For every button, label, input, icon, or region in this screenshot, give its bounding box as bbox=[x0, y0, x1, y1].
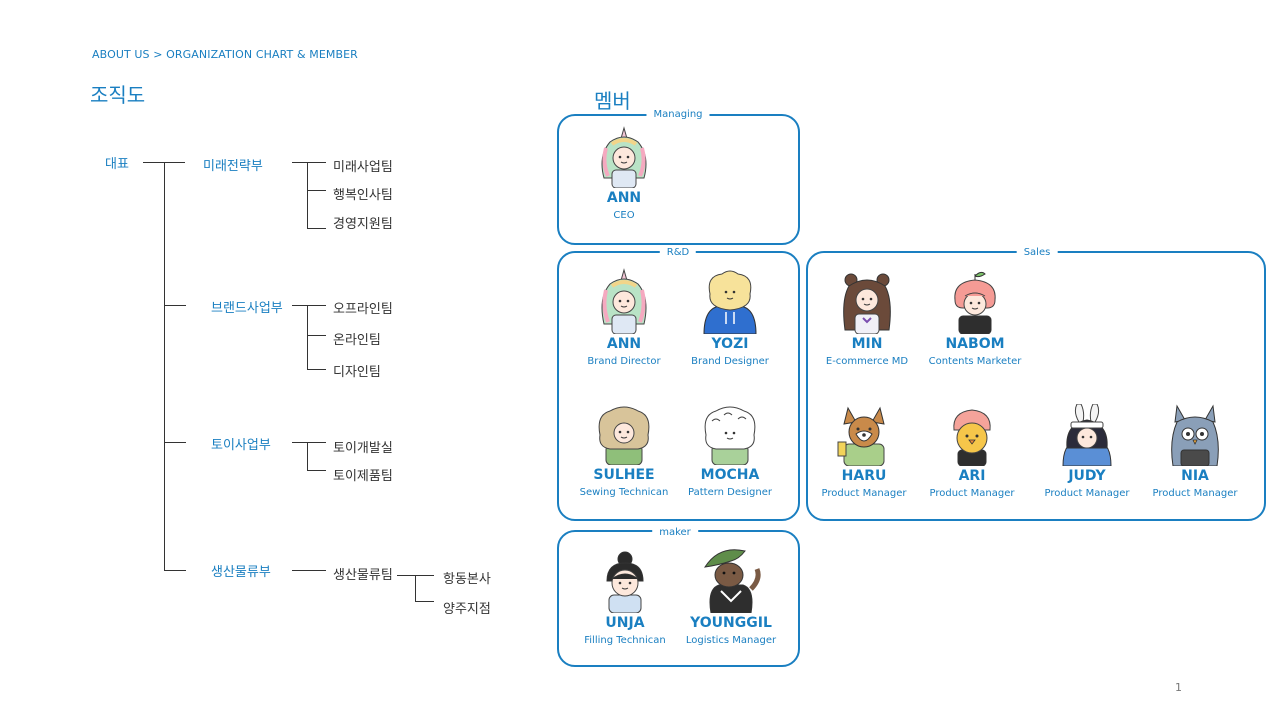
main-trunk-line bbox=[164, 162, 165, 571]
curly-hair-avatar-icon bbox=[598, 406, 650, 465]
member-role: E-commerce MD bbox=[825, 356, 909, 367]
group-label: Managing bbox=[646, 109, 710, 121]
chick-peach-avatar-icon bbox=[953, 409, 991, 466]
org-chart-title: 조직도 bbox=[90, 83, 146, 107]
member-card: ANN Brand Director bbox=[569, 268, 679, 369]
member-role: Pattern Designer bbox=[688, 487, 772, 498]
bear-ears-girl-avatar-icon bbox=[843, 273, 891, 334]
team-node: 미래사업팀 bbox=[333, 160, 393, 175]
subteam-connector bbox=[415, 575, 434, 576]
team-connector bbox=[307, 190, 326, 191]
member-role: Product Manager bbox=[821, 488, 907, 499]
team-connector bbox=[292, 442, 326, 443]
team-connector bbox=[307, 369, 326, 370]
member-name: ANN bbox=[606, 190, 642, 206]
team-node: 토이제품팀 bbox=[333, 469, 393, 484]
team-connector bbox=[292, 162, 326, 163]
member-card: NABOM Contents Marketer bbox=[920, 270, 1030, 369]
member-title: 멤버 bbox=[594, 89, 631, 113]
division-node: 생산물류부 bbox=[211, 565, 271, 580]
member-role: Logistics Manager bbox=[685, 635, 777, 646]
white-curly-avatar-icon bbox=[704, 406, 756, 465]
corgi-dog-avatar-icon bbox=[837, 406, 885, 466]
member-name: ARI bbox=[958, 468, 986, 484]
subteam-node: 양주지점 bbox=[443, 602, 491, 617]
member-name: SULHEE bbox=[593, 467, 655, 483]
member-name: ANN bbox=[606, 336, 642, 352]
division-node: 미래전략부 bbox=[203, 159, 263, 174]
member-name: MOCHA bbox=[700, 467, 760, 483]
branch-line bbox=[164, 442, 186, 443]
subteam-vertical-line bbox=[415, 575, 416, 601]
member-card: JUDY Product Manager bbox=[1032, 404, 1142, 501]
team-connector bbox=[307, 335, 326, 336]
member-name: HARU bbox=[841, 468, 887, 484]
member-card: ARI Product Manager bbox=[917, 404, 1027, 501]
branch-line bbox=[164, 305, 186, 306]
team-node: 온라인팀 bbox=[333, 333, 381, 348]
team-node: 토이개발실 bbox=[333, 441, 393, 456]
member-card: SULHEE Sewing Technican bbox=[569, 405, 679, 500]
bunny-ears-girl-avatar-icon bbox=[1062, 404, 1112, 466]
team-vertical-line bbox=[307, 442, 308, 470]
team-node: 생산물류팀 bbox=[333, 568, 393, 583]
owl-avatar-icon bbox=[1171, 404, 1219, 466]
member-card: YOZI Brand Designer bbox=[675, 268, 785, 369]
unicorn-hood-avatar-icon bbox=[601, 126, 647, 188]
member-role: Sewing Technican bbox=[579, 487, 669, 498]
member-name: UNJA bbox=[605, 615, 645, 631]
division-node: 브랜드사업부 bbox=[211, 301, 283, 316]
subteam-connector bbox=[415, 601, 434, 602]
group-label: maker bbox=[652, 527, 698, 539]
member-card: YOUNGGIL Logistics Manager bbox=[676, 545, 786, 648]
member-name: NABOM bbox=[945, 336, 1005, 352]
member-role: Brand Director bbox=[587, 356, 661, 367]
otter-leaf-hat-avatar-icon bbox=[703, 549, 761, 613]
member-role: Brand Designer bbox=[691, 356, 769, 367]
member-name: YOZI bbox=[711, 336, 749, 352]
member-card: MOCHA Pattern Designer bbox=[675, 405, 785, 500]
team-node: 오프라인팀 bbox=[333, 302, 393, 317]
member-role: CEO bbox=[613, 210, 635, 221]
branch-line bbox=[164, 570, 186, 571]
member-card: MIN E-commerce MD bbox=[812, 270, 922, 369]
team-vertical-line bbox=[307, 162, 308, 228]
member-role: Contents Marketer bbox=[928, 356, 1022, 367]
member-card: UNJA Filling Technican bbox=[570, 551, 680, 648]
member-name: NIA bbox=[1181, 468, 1209, 484]
team-connector bbox=[292, 305, 326, 306]
sprout-peach-hair-avatar-icon bbox=[954, 271, 996, 334]
group-label: R&D bbox=[659, 247, 697, 259]
member-card: ANN CEO bbox=[569, 126, 679, 223]
member-name: YOUNGGIL bbox=[690, 615, 772, 631]
member-name: JUDY bbox=[1068, 468, 1106, 484]
member-name: MIN bbox=[851, 336, 883, 352]
team-vertical-line bbox=[307, 305, 308, 369]
member-card: NIA Product Manager bbox=[1140, 404, 1250, 501]
page-number: 1 bbox=[1175, 681, 1182, 694]
member-role: Product Manager bbox=[929, 488, 1015, 499]
team-node: 경영지원팀 bbox=[333, 217, 393, 232]
subteam-connector bbox=[397, 575, 415, 576]
group-label: Sales bbox=[1016, 247, 1058, 259]
member-role: Product Manager bbox=[1044, 488, 1130, 499]
member-card: HARU Product Manager bbox=[809, 404, 919, 501]
team-connector bbox=[307, 228, 326, 229]
bun-hair-avatar-icon bbox=[606, 551, 644, 613]
team-connector bbox=[292, 570, 326, 571]
unicorn-hood-avatar-icon bbox=[601, 268, 647, 334]
member-role: Product Manager bbox=[1152, 488, 1238, 499]
ceo-node: 대표 bbox=[105, 157, 129, 172]
member-role: Filling Technican bbox=[584, 635, 666, 646]
blonde-blue-hoodie-avatar-icon bbox=[703, 270, 757, 334]
subteam-node: 항동본사 bbox=[443, 572, 491, 587]
team-node: 디자인팀 bbox=[333, 365, 381, 380]
division-node: 토이사업부 bbox=[211, 438, 271, 453]
breadcrumb: ABOUT US > ORGANIZATION CHART & MEMBER bbox=[92, 48, 358, 61]
team-node: 행복인사팀 bbox=[333, 188, 393, 203]
team-connector bbox=[307, 470, 326, 471]
